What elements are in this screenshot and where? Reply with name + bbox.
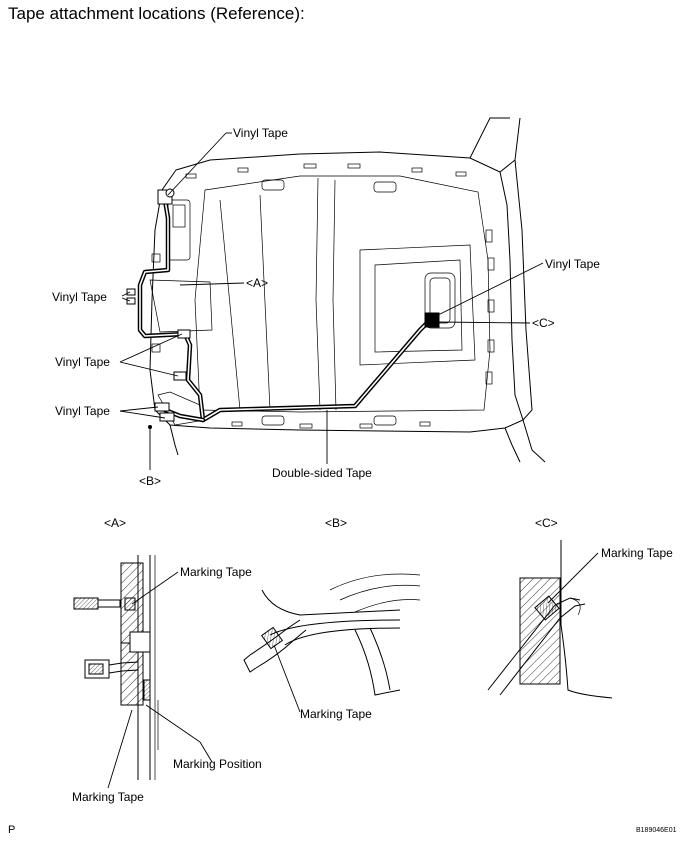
detail-a-marking-tape-top: Marking Tape [180,565,252,579]
label-b-ref: <B> [139,474,161,488]
detail-b [243,573,421,713]
label-vinyl-tape-left-2: Vinyl Tape [55,355,110,369]
detail-c-marking-tape: Marking Tape [601,546,673,560]
label-vinyl-tape-right: Vinyl Tape [545,257,600,271]
label-vinyl-tape-left-3: Vinyl Tape [55,404,110,418]
detail-c [487,540,613,699]
detail-b-marking-tape: Marking Tape [300,707,372,721]
label-double-sided-tape: Double-sided Tape [272,466,372,480]
detail-c-title: <C> [535,516,558,530]
footer-right: B189046E01 [636,827,677,834]
detail-a [73,555,213,789]
wire-harness [126,188,440,429]
label-vinyl-tape-left-1: Vinyl Tape [52,290,107,304]
footer-left: P [8,824,16,836]
main-leaders [119,132,544,470]
detail-b-title: <B> [325,516,347,530]
roof-headliner [149,117,546,463]
page-title: Tape attachment locations (Reference): [8,4,305,23]
label-a-ref: <A> [246,276,268,290]
detail-a-marking-tape-bottom: Marking Tape [72,790,144,804]
detail-a-title: <A> [104,516,126,530]
label-vinyl-tape-top: Vinyl Tape [233,126,288,140]
detail-a-marking-position: Marking Position [173,757,262,771]
label-c-ref: <C> [532,316,555,330]
